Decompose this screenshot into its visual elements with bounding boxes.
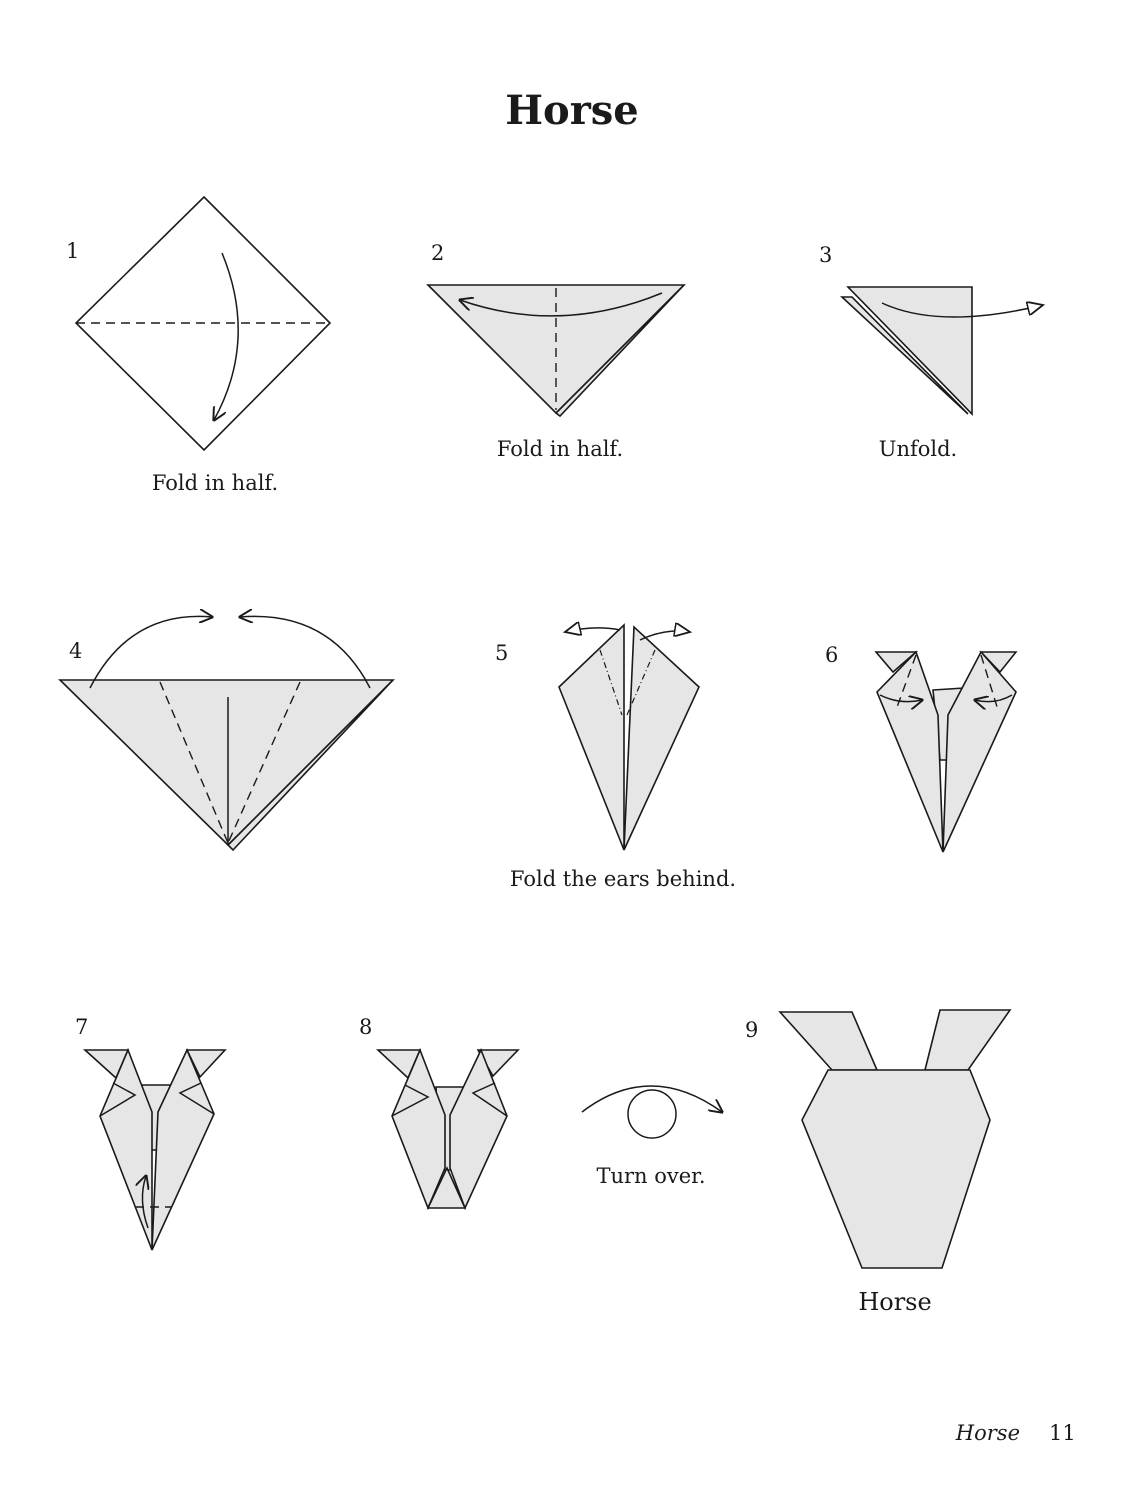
step-5: 5 Fold the ears behind. [495, 625, 736, 891]
step-number: 2 [431, 241, 444, 265]
turn-over-circle-icon [627, 1089, 677, 1139]
back-layer [839, 296, 969, 415]
fold-arrow-icon [240, 616, 371, 689]
step-4: 4 [58, 616, 395, 852]
mountain-fold-line [626, 649, 656, 716]
turn-over-caption: Turn over. [596, 1164, 705, 1188]
crease-line [391, 1084, 430, 1117]
step-caption: Horse [858, 1288, 931, 1316]
crease-line [178, 1082, 215, 1115]
step-7: 7 [75, 1015, 227, 1251]
right-flap [942, 650, 1017, 853]
triangle-paper [58, 679, 395, 847]
fold-arrow-icon [89, 616, 212, 689]
step-6: 6 [825, 643, 1018, 853]
right-flap [449, 1047, 508, 1211]
right-ear [923, 1009, 1012, 1071]
step-number: 3 [819, 243, 832, 267]
step-number: 1 [66, 239, 79, 263]
nose-flap [426, 1166, 467, 1209]
step-caption: Fold in half. [497, 437, 623, 461]
left-flap [391, 1047, 446, 1211]
page-title: Horse [505, 87, 639, 134]
left-flap [876, 650, 944, 853]
turn-over-arrow-icon [581, 1085, 722, 1112]
right-flap [623, 625, 700, 851]
fold-arrow-icon [214, 252, 239, 420]
left-ear [874, 651, 919, 674]
step-caption: Fold in half. [152, 471, 278, 495]
triangle-paper [846, 286, 973, 416]
step-caption: Unfold. [879, 437, 957, 461]
footer-section-title: Horse [955, 1421, 1020, 1445]
right-flap [151, 1048, 215, 1251]
fold-behind-arrow-icon [565, 628, 621, 632]
turn-over-symbol: Turn over. [581, 1085, 722, 1188]
fold-arrow-icon [460, 292, 663, 317]
fold-arrow-icon [975, 694, 1013, 702]
step-number: 7 [75, 1015, 88, 1039]
step-3: 3 Unfold. [819, 243, 1043, 461]
horse-head [801, 1069, 991, 1269]
fold-arrow-icon [142, 1176, 148, 1229]
page-number: 11 [1049, 1421, 1076, 1445]
crease-line [471, 1082, 508, 1117]
left-flap [99, 1047, 153, 1251]
step-8: 8 [359, 1015, 520, 1211]
fold-behind-arrow-icon [639, 631, 690, 641]
step-number: 9 [745, 1018, 758, 1042]
crease-line [99, 1082, 137, 1117]
mountain-fold-line [599, 649, 623, 716]
step-9: 9 Horse [745, 1009, 1012, 1316]
step-number: 5 [495, 641, 508, 665]
step-1: 1 Fold in half. [66, 195, 332, 495]
step-caption: Fold the ears behind. [510, 867, 736, 891]
fold-arrow-icon [879, 694, 922, 702]
unfold-arrow-icon [881, 303, 1043, 318]
left-ear [778, 1011, 879, 1071]
step-number: 4 [69, 639, 82, 663]
step-2: 2 Fold in half. [426, 241, 686, 461]
step-number: 8 [359, 1015, 372, 1039]
step-number: 6 [825, 643, 838, 667]
left-flap [558, 623, 625, 851]
